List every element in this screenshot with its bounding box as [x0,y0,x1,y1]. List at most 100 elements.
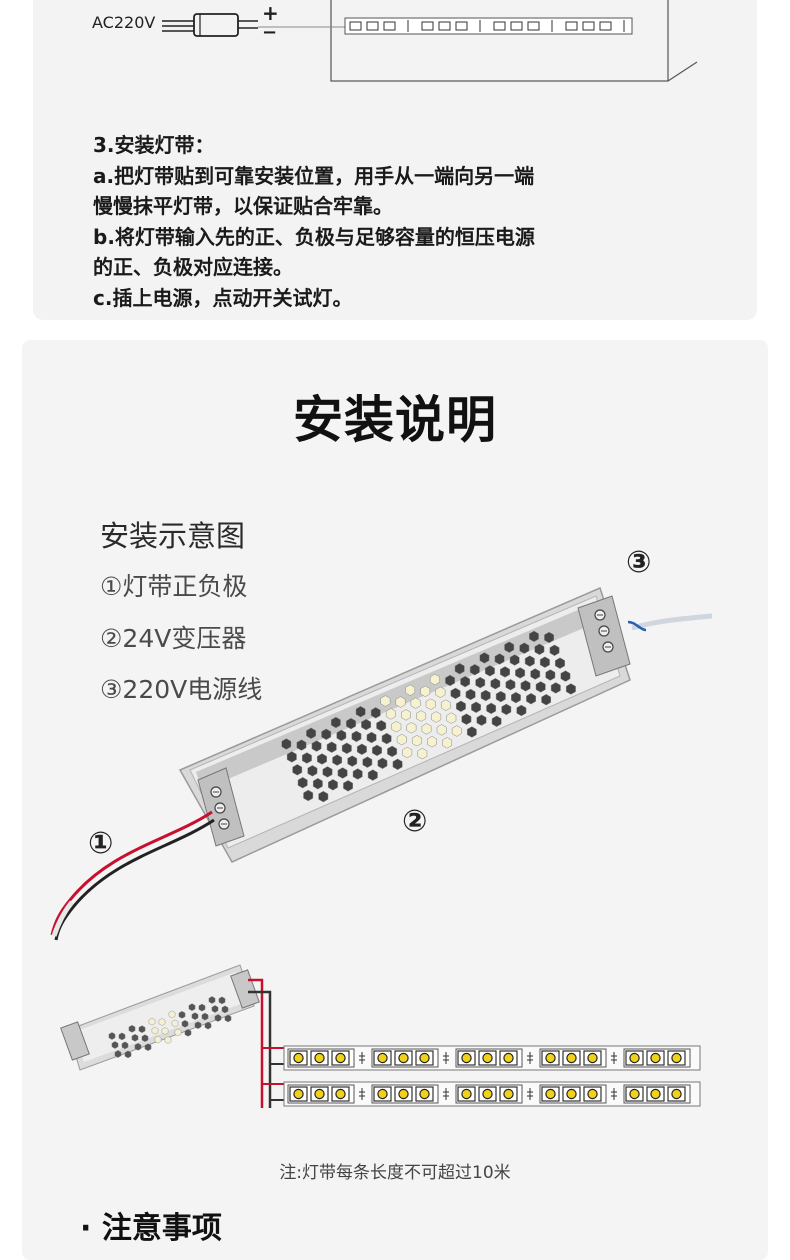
small-vent-hole [134,1042,142,1051]
led-light [482,1088,493,1100]
vent-hole [535,681,546,693]
vent-hole [356,743,367,755]
vent-hole [520,680,531,692]
vent-hole [555,657,565,669]
led-light [629,1052,640,1064]
vent-hole [326,741,337,753]
small-vent-hole [141,1034,149,1043]
led-light [293,1088,304,1100]
vent-hole [337,767,348,779]
vent-hole [306,727,317,739]
led-light [650,1052,661,1064]
vent-hole [377,757,388,769]
vent-hole [442,737,453,749]
small-vent-hole [138,1025,146,1034]
vent-hole [495,690,506,703]
legend-item-strip-polarity: ①灯带正负极 [100,572,248,601]
vent-hole [427,736,437,748]
small-vent-hole [221,1005,229,1014]
top-panel [33,0,757,320]
vent-hole [560,670,571,682]
vent-hole [469,664,480,676]
small-vent-hole [131,1033,139,1042]
vent-hole [526,693,536,705]
vent-hole [281,738,292,750]
vent-hole [347,755,358,767]
vent-hole [544,631,555,644]
vent-hole [351,730,362,743]
led-light [335,1088,346,1100]
vent-hole [494,653,505,665]
small-vent-hole [151,1026,159,1035]
vent-hole [501,703,512,716]
vent-hole [367,769,378,781]
led-light [377,1052,388,1064]
vent-hole [406,722,417,734]
small-vent-hole [198,1003,206,1012]
vent-hole [376,720,387,732]
led-light [482,1052,493,1064]
led-light [629,1088,640,1100]
led-light [461,1088,472,1100]
led-light [503,1088,514,1100]
vent-hole [454,663,465,675]
small-vent-hole [124,1050,132,1059]
minus-sign: − [262,22,278,43]
mini-led [565,21,578,31]
vent-hole [445,674,455,687]
vent-hole [436,724,447,736]
legend-item-transformer: ②24V变压器 [100,624,247,653]
vent-hole [456,700,466,712]
vent-hole [461,713,472,725]
vent-hole [401,709,411,721]
step-line: 的正、负极对应连接。 [93,255,293,279]
step-line: b.将灯带输入先的正、负极与足够容量的恒压电源 [93,224,535,249]
left-terminal-screws [210,786,230,830]
vent-hole [392,758,403,770]
vent-hole [312,778,323,790]
mini-led [421,21,434,31]
led-light [314,1052,325,1064]
vent-hole [362,756,373,768]
wiring-diagram [162,0,698,82]
vent-hole [484,665,495,677]
vent-hole [509,654,520,666]
vent-hole [303,789,314,802]
vent-hole [486,702,497,715]
install-steps: 3.安装灯带： a.把灯带贴到可靠安装位置，用手从一端向另一端 慢慢抹平灯带，以… [93,130,535,313]
ac-voltage-label: AC220V [92,13,156,32]
length-note: 注:灯带每条长度不可超过10米 [279,1163,511,1183]
mini-led [383,21,396,31]
led-light [398,1088,409,1100]
vent-hole [370,707,381,719]
vent-hole [491,715,502,727]
mini-led [582,21,595,31]
vent-hole [420,685,431,697]
vent-hole [515,667,526,679]
vent-hole [301,752,312,764]
vent-hole [292,764,303,776]
small-vent-hole [108,1032,116,1040]
mini-led [455,21,468,31]
mini-led [599,21,612,31]
vent-hole [346,717,356,730]
vent-hole [435,686,446,698]
vent-hole [450,687,461,700]
vent-hole [476,714,487,726]
small-vent-hole [174,1028,182,1037]
mini-led [349,21,362,31]
vent-hole [381,732,392,745]
vent-hole [396,733,407,746]
vent-hole [529,630,539,643]
vent-hole [479,652,490,664]
plus-sign: + [262,1,279,25]
vent-hole [366,731,377,744]
vent-hole [425,698,436,710]
legend-item-power-cord: ③220V电源线 [100,675,263,704]
led-light [461,1052,472,1064]
vent-hole [465,688,476,701]
right-terminal-screws [594,609,614,653]
led-light [650,1088,661,1100]
vent-hole [328,779,338,791]
